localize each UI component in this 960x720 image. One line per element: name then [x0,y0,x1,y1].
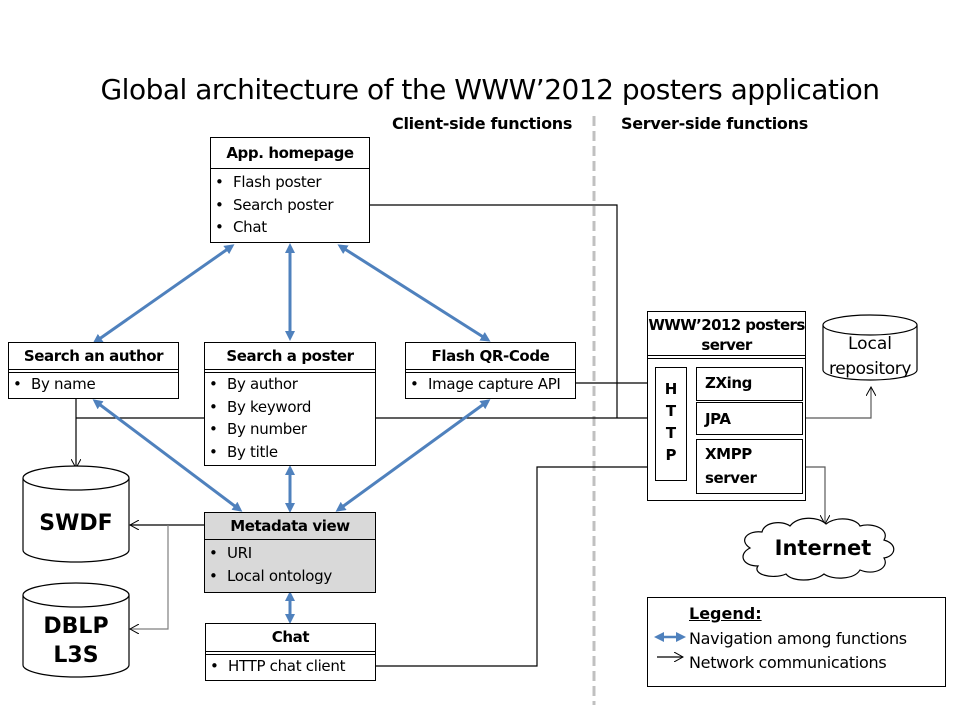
nav-qr-metadata [335,399,491,512]
chat-network-line [376,466,655,667]
box-header: Search a poster [205,343,375,373]
flash-qr-code-box[interactable]: Flash QR-Code Image capture API [405,342,576,399]
legend: Legend: Navigation among functions Netwo… [647,597,946,687]
xmpp-server-module[interactable]: XMPP server [696,439,803,494]
list-item: Image capture API [410,373,575,396]
client-side-label: Client-side functions [392,114,573,133]
box-header: Flash QR-Code [406,343,575,373]
internet-cloud-icon [742,517,895,581]
server-title-line2: server [701,336,752,354]
homepage-network-line [370,204,618,418]
http-letter: H [664,380,678,398]
database-local-repository [822,314,918,381]
zxing-module[interactable]: ZXing [696,367,803,401]
http-letter: T [665,424,677,442]
list-item: By number [209,418,375,441]
list-item: By keyword [209,396,375,419]
server-title: WWW’2012 posters server [648,312,805,359]
metadata-view-box[interactable]: Metadata view URI Local ontology [204,512,376,593]
list-item: By author [209,373,375,396]
dblp-label-line2: L3S [53,643,99,668]
legend-heading: Legend: [689,604,762,623]
box-header: App. homepage [211,138,369,169]
legend-network-label: Network communications [689,653,887,672]
list-item: Search poster [215,194,369,217]
database-dblp [22,582,130,678]
list-item: Flash poster [215,171,369,194]
list-item: URI [209,542,375,565]
box-header: Chat [206,624,375,655]
list-item: Chat [215,216,369,239]
metadata-to-dblp-line [130,525,169,629]
dblp-label-line1: DBLP [43,614,109,639]
navigation-arrows [92,243,491,624]
database-swdf [22,465,130,563]
list-item: By name [13,373,178,396]
jpa-module[interactable]: JPA [696,402,803,435]
box-header: Metadata view [205,513,375,540]
list-item: By title [209,441,375,464]
box-header: Search an author [9,343,178,373]
http-layer: H T T P [655,367,687,481]
server-side-label: Server-side functions [621,114,808,133]
zxing-label: ZXing [705,374,752,392]
nav-home-qr [337,244,491,342]
search-poster-box[interactable]: Search a poster By author By keyword By … [204,342,376,466]
app-homepage-box[interactable]: App. homepage Flash poster Search poster… [210,137,370,243]
chat-box[interactable]: Chat HTTP chat client [205,623,376,681]
jpa-to-repository-line [805,387,871,419]
http-letter: T [665,402,677,420]
xmpp-to-internet-line [805,466,825,524]
local-repository-line1: Local [847,334,893,354]
diagram-title: Global architecture of the WWW’2012 post… [100,73,880,106]
nav-author-metadata [92,399,243,512]
server-title-line1: WWW’2012 posters [648,316,805,334]
nav-home-author [92,244,235,344]
local-repository-line2: repository [829,359,911,379]
internet-label: Internet [774,536,872,560]
list-item: Local ontology [209,565,375,588]
xmpp-label-line1: XMPP [705,445,752,463]
legend-navigation-label: Navigation among functions [689,629,907,648]
http-letter: P [665,446,677,464]
swdf-label: SWDF [39,511,113,536]
xmpp-label-line2: server [705,469,757,487]
jpa-label: JPA [705,410,731,428]
list-item: HTTP chat client [210,655,375,678]
search-author-box[interactable]: Search an author By name [8,342,179,399]
